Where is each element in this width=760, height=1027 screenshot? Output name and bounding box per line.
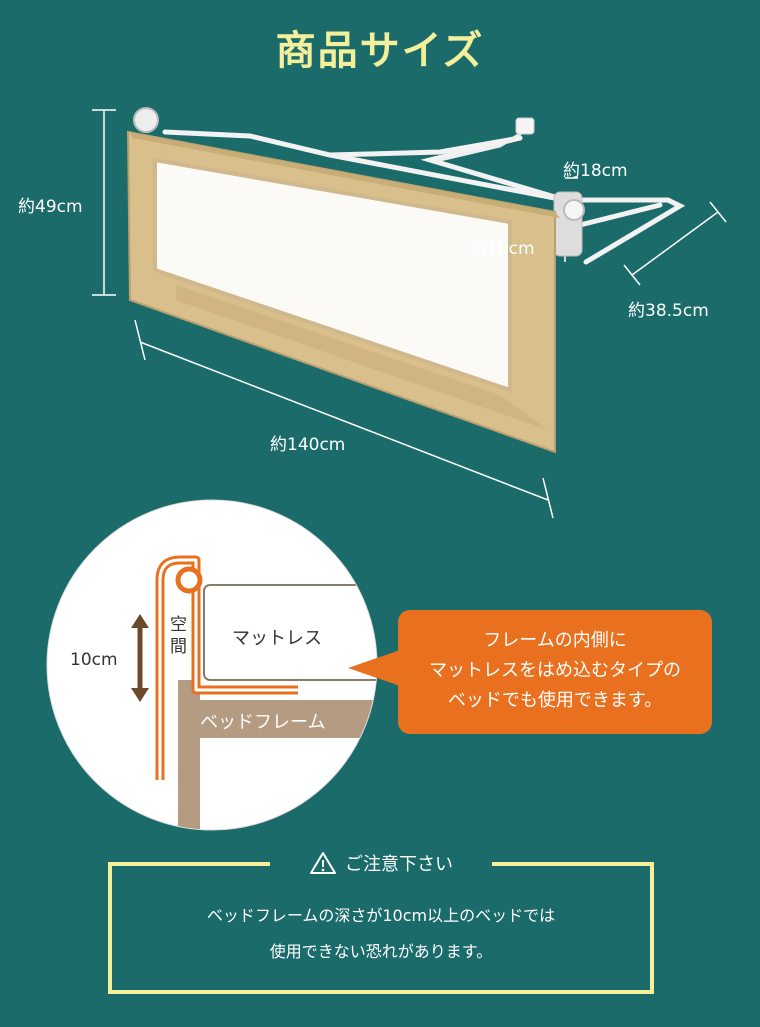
top-depth-label: 約18cm bbox=[563, 161, 628, 181]
mattress-label: マットレス bbox=[232, 628, 322, 649]
callout-line-1: フレームの内側に bbox=[483, 630, 627, 651]
depth-label: 約38.5cm bbox=[628, 301, 709, 321]
notice-heading: ご注意下さい bbox=[270, 846, 492, 880]
bed-frame-label: ベッドフレーム bbox=[200, 712, 326, 733]
width-label: 約140cm bbox=[270, 435, 346, 455]
callout-box: フレームの内側に マットレスをはめ込むタイプの ベッドでも使用できます。 bbox=[398, 610, 712, 734]
page-title: 商品サイズ bbox=[275, 28, 485, 74]
gap-dimension-label: 約10cm bbox=[470, 239, 535, 259]
warning-icon bbox=[310, 852, 336, 874]
notice-line-1: ベッドフレームの深さが10cm以上のベッドでは bbox=[206, 906, 556, 925]
gap-measure-label: 10cm bbox=[70, 650, 118, 670]
notice-body: ベッドフレームの深さが10cm以上のベッドでは 使用できない恐れがあります。 bbox=[108, 898, 654, 970]
gap-vertical-label: 空間 bbox=[170, 615, 187, 657]
notice-heading-text: ご注意下さい bbox=[345, 854, 453, 875]
callout-line-3: ベッドでも使用できます。 bbox=[447, 690, 663, 711]
callout-tail bbox=[348, 650, 400, 686]
callout-line-2: マットレスをはめ込むタイプの bbox=[429, 660, 681, 681]
notice-line-2: 使用できない恐れがあります。 bbox=[269, 942, 493, 961]
height-label: 約49cm bbox=[18, 197, 83, 217]
